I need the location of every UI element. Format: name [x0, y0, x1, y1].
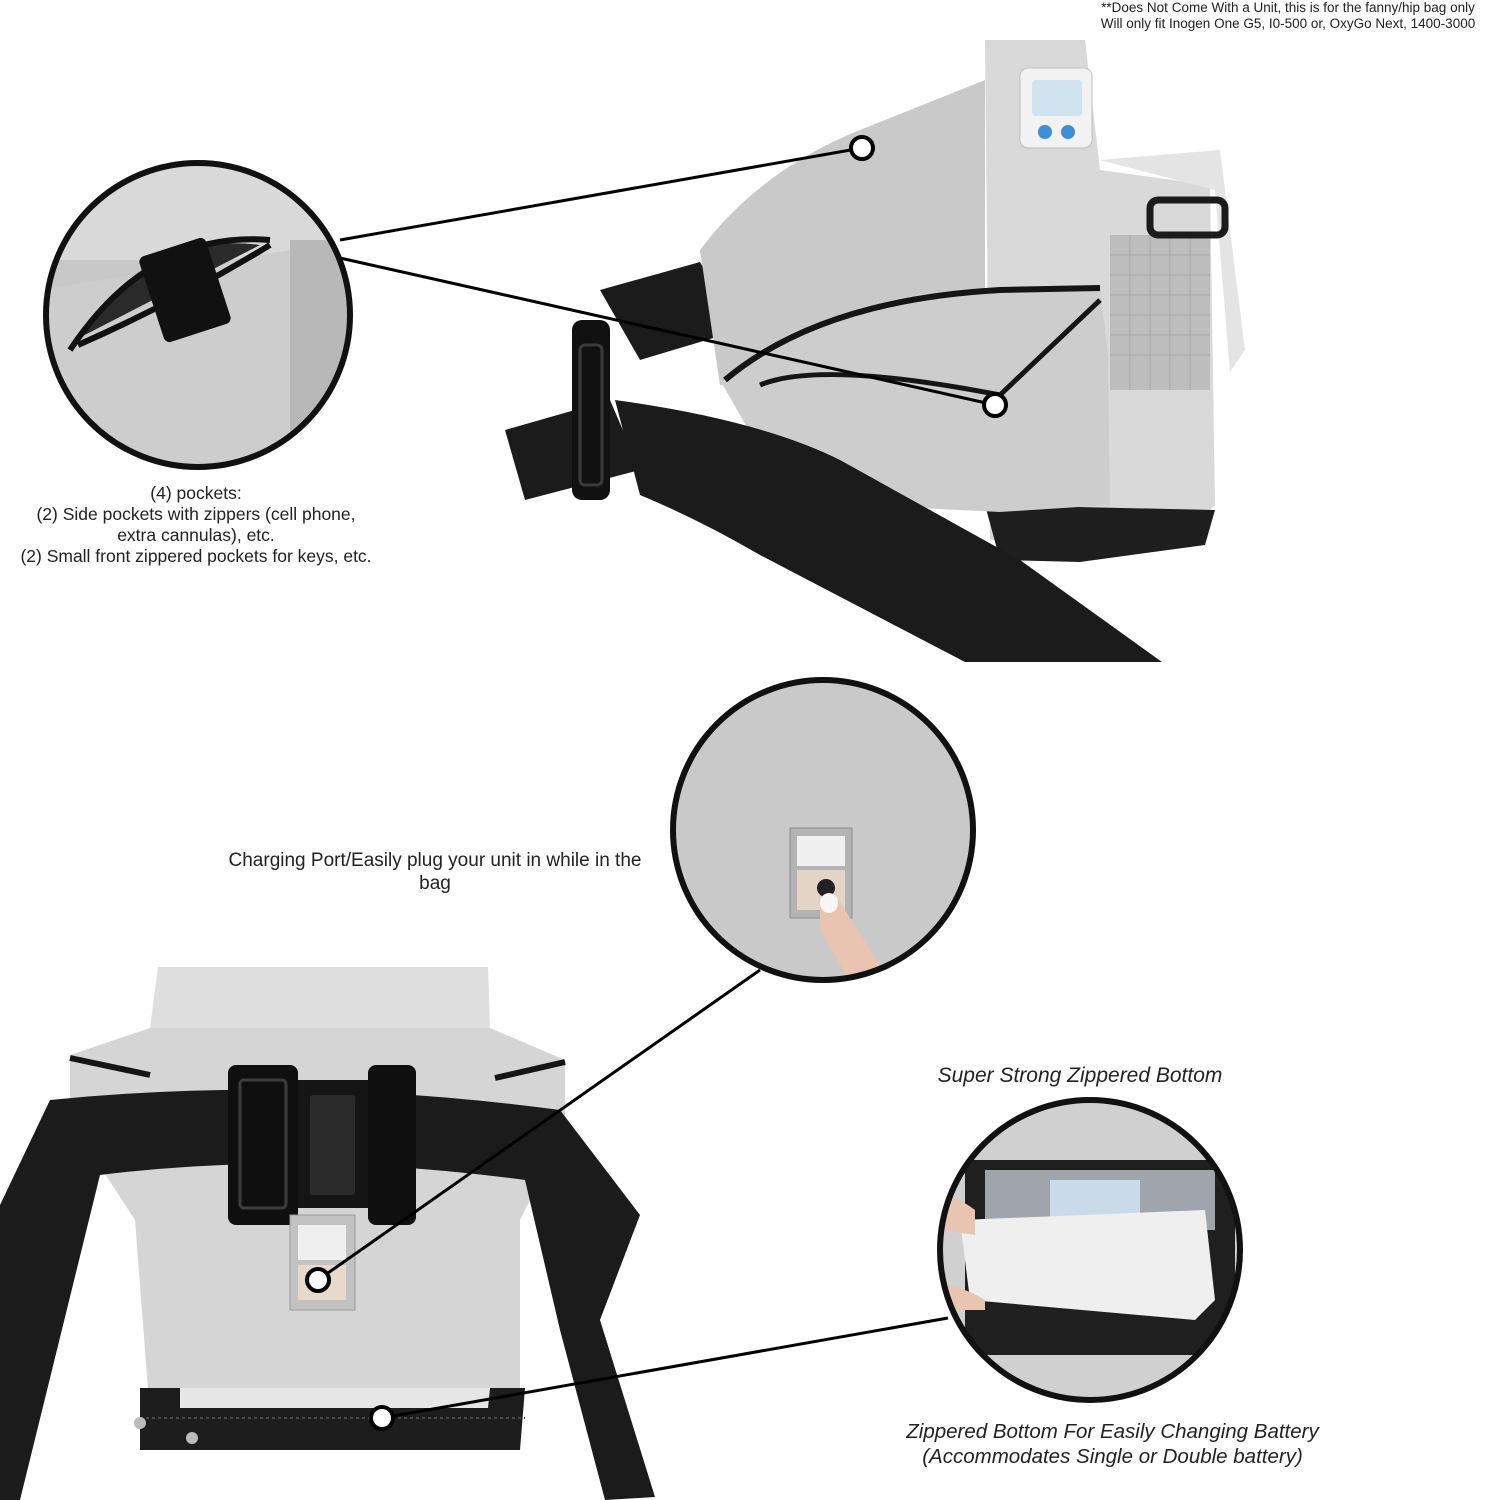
disclaimer-note: **Does Not Come With a Unit, this is for… [1100, 0, 1476, 32]
bag-side-view-photo [505, 40, 1245, 662]
callout-pocket-closeup [43, 160, 353, 470]
battery-note: Zippered Bottom For Easily Changing Batt… [906, 1420, 1319, 1468]
bag-back-view-photo [0, 967, 655, 1500]
callout-battery-closeup [937, 1097, 1243, 1403]
callout-dot-front-pocket [982, 392, 1008, 418]
pockets-description: (4) pockets: (2) Side pockets with zippe… [20, 483, 372, 566]
callout-lines [317, 146, 996, 1420]
callout-dot-charging-port [305, 1267, 331, 1293]
callout-dot-zippered-bottom [369, 1405, 395, 1431]
charging-port-label: Charging Port/Easily plug your unit in w… [228, 850, 642, 894]
callout-charging-port-closeup [670, 677, 976, 983]
zippered-bottom-title: Super Strong Zippered Bottom [937, 1064, 1223, 1087]
callout-dot-pocket-top [849, 135, 875, 161]
